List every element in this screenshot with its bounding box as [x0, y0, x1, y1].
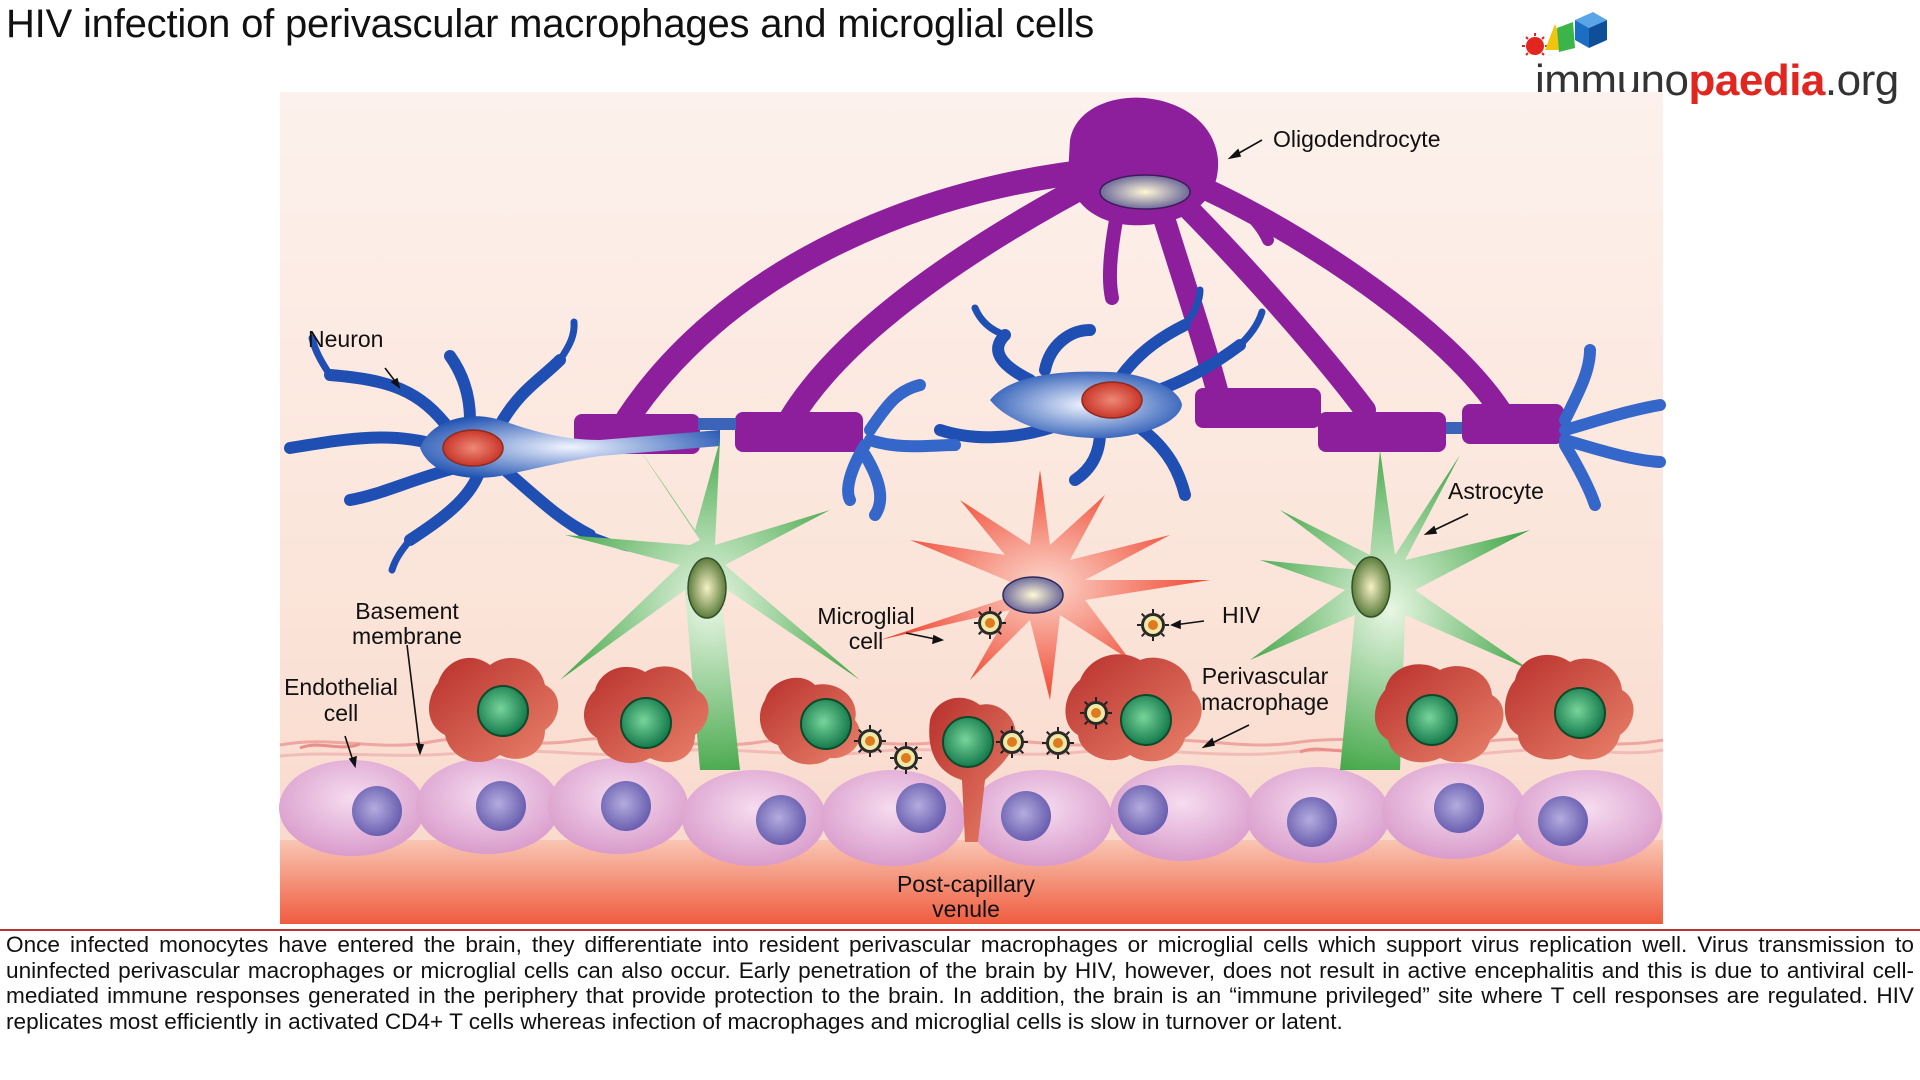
endothelial-nucleus	[896, 783, 946, 833]
endothelial-nucleus	[352, 786, 402, 836]
logo-virus-icon	[1522, 33, 1548, 56]
perivascular-macrophage	[583, 666, 709, 764]
oligodendrocyte	[574, 97, 1564, 454]
label-venule-line2: venule	[932, 896, 1000, 922]
endothelial-cell	[279, 760, 425, 856]
axon	[698, 418, 1462, 434]
caption-divider	[0, 929, 1920, 931]
diagram-labels: Oligodendrocyte Neuron Astrocyte Microgl…	[284, 126, 1544, 922]
label-oligodendrocyte: Oligodendrocyte	[1273, 126, 1441, 152]
endothelial-cell	[968, 770, 1112, 866]
logo-shapes-icon	[1522, 12, 1607, 56]
hiv-virion	[995, 725, 1029, 759]
astrocyte-left	[560, 440, 860, 770]
endothelial-cell	[548, 758, 688, 854]
neuron-nucleus	[1081, 381, 1143, 419]
macrophage-nucleus	[942, 716, 994, 768]
immunopaedia-logo[interactable]: immunopaedia.org	[1515, 6, 1915, 106]
perivascular-macrophage	[1065, 654, 1202, 762]
label-hiv: HIV	[1222, 602, 1261, 628]
macrophage-nucleus	[1120, 694, 1172, 746]
endothelial-nucleus	[1538, 796, 1588, 846]
astrocyte-nucleus	[687, 557, 727, 619]
endothelial-cell	[821, 770, 965, 866]
label-basement-line1: Basement	[355, 598, 459, 624]
endothelial-nucleus	[1001, 791, 1051, 841]
hiv-virion	[973, 606, 1007, 640]
logo-cube-icon	[1575, 12, 1607, 48]
caption-text: Once infected monocytes have entered the…	[6, 932, 1914, 1034]
macrophage-nucleus	[477, 685, 529, 737]
neuron-left	[284, 318, 720, 574]
perivascular-macrophage	[428, 657, 559, 763]
endothelial-cell	[1514, 770, 1662, 866]
hiv-virion	[1041, 726, 1075, 760]
logo-brand: paedia	[1688, 56, 1826, 105]
astrocyte-right	[1250, 450, 1530, 770]
astrocyte-nucleus	[1351, 556, 1391, 618]
label-endothelial-line1: Endothelial	[284, 674, 398, 700]
perivascular-macrophage	[1504, 654, 1634, 760]
label-arrows	[344, 139, 1469, 769]
label-perivascular-line2: macrophage	[1201, 689, 1329, 715]
endothelial-cell	[1382, 763, 1526, 859]
perivascular-macrophage	[1374, 664, 1504, 763]
endothelial-nucleus	[1434, 783, 1484, 833]
endothelial-cell	[682, 770, 826, 866]
cell-diagram: Oligodendrocyte Neuron Astrocyte Microgl…	[279, 92, 1666, 924]
endothelial-nucleus	[1118, 785, 1168, 835]
macrophage-nucleus	[620, 697, 672, 749]
logo-square-icon	[1557, 22, 1575, 52]
macrophage-nucleus	[1554, 687, 1606, 739]
macrophage-nucleus	[1406, 694, 1458, 746]
label-astrocyte: Astrocyte	[1448, 478, 1544, 504]
macrophage-nucleus	[800, 698, 852, 750]
perivascular-macrophage-transmigrating	[929, 697, 1016, 842]
oligodendrocyte-nucleus	[1099, 174, 1191, 210]
label-basement-line2: membrane	[352, 623, 462, 649]
endothelial-nucleus	[1287, 797, 1337, 847]
microglial-cell	[880, 470, 1210, 700]
perivascular-macrophage	[759, 677, 861, 765]
label-endothelial-line2: cell	[324, 700, 359, 726]
endothelial-nucleus	[601, 781, 651, 831]
label-microglial-line2: cell	[849, 628, 884, 654]
label-venule-line1: Post-capillary	[897, 871, 1036, 897]
page-title: HIV infection of perivascular macrophage…	[6, 2, 1095, 46]
endothelial-cells	[279, 758, 1662, 866]
label-microglial-line1: Microglial	[817, 603, 914, 629]
label-perivascular-line1: Perivascular	[1202, 663, 1329, 689]
endothelial-cell	[416, 758, 560, 854]
hiv-virion	[889, 741, 923, 775]
endothelial-cell	[1110, 765, 1254, 861]
endothelial-nucleus	[756, 795, 806, 845]
perivascular-macrophages	[428, 654, 1634, 842]
hiv-virion	[1136, 608, 1170, 642]
label-neuron: Neuron	[308, 326, 383, 352]
neuron-dendrites	[842, 344, 1666, 521]
microglia-nucleus	[1002, 576, 1064, 614]
neuron-middle	[934, 286, 1266, 501]
neuron-nucleus	[442, 429, 504, 467]
endothelial-cell	[1246, 767, 1390, 863]
logo-wordmark: immunopaedia.org	[1535, 56, 1899, 106]
hiv-virion	[853, 724, 887, 758]
endothelial-nucleus	[476, 781, 526, 831]
logo-suffix: .org	[1824, 56, 1899, 105]
hiv-virion	[1079, 696, 1113, 730]
